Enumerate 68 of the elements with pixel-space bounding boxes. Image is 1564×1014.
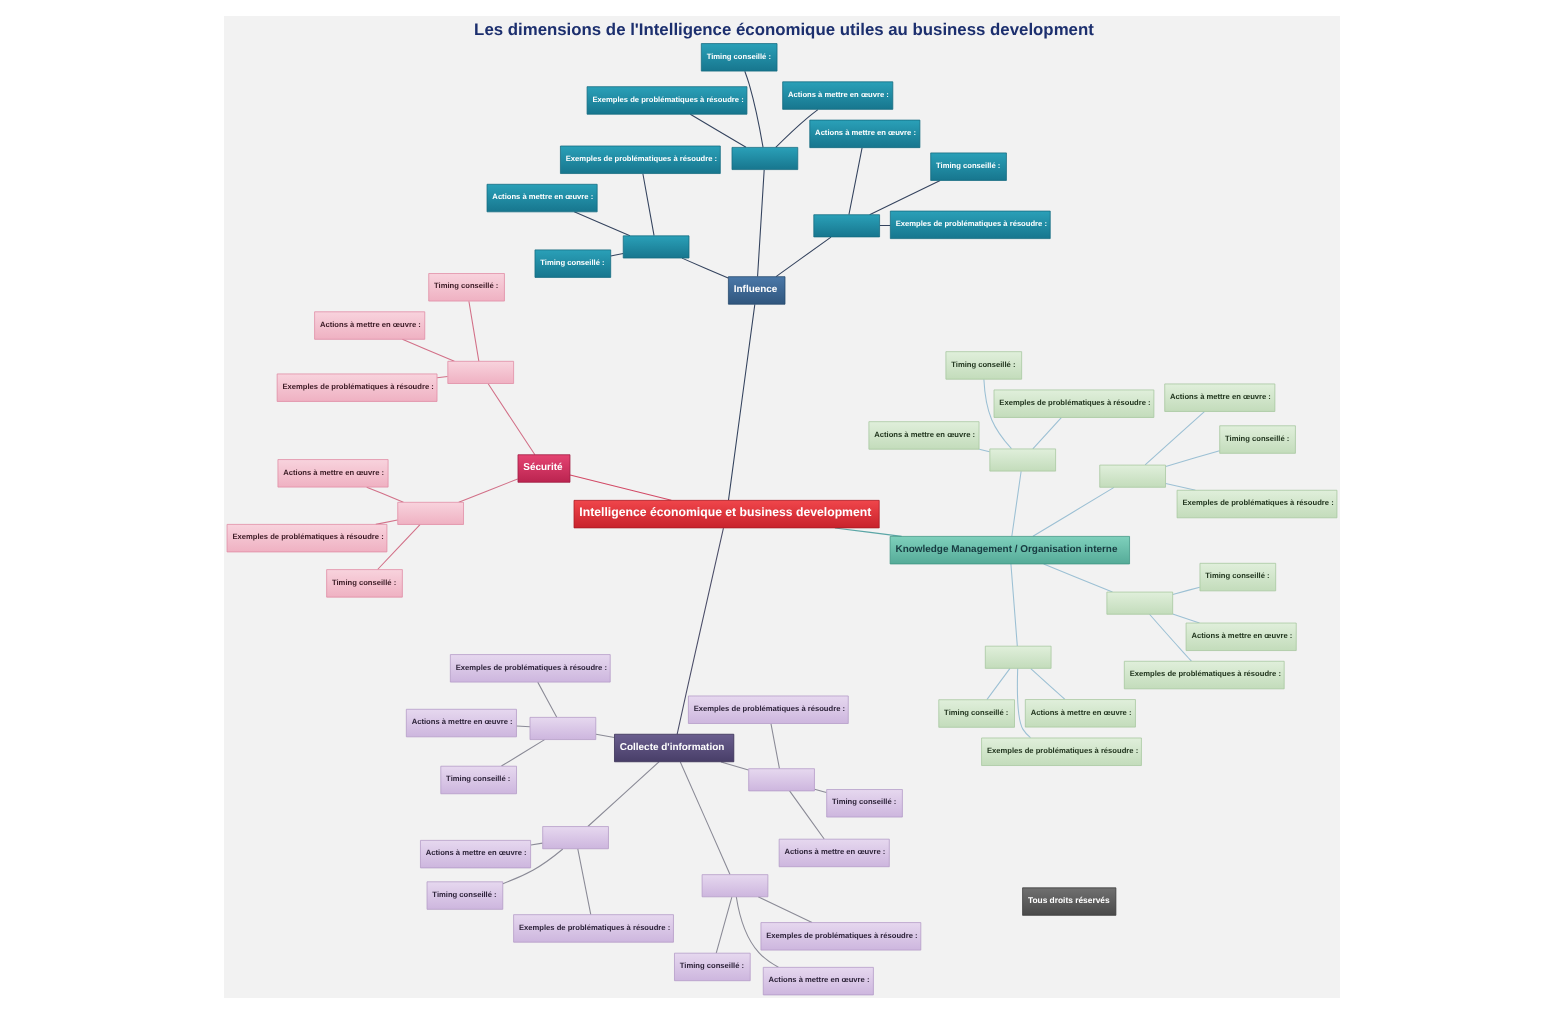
connector bbox=[775, 109, 819, 148]
connector bbox=[689, 113, 747, 148]
connector bbox=[735, 896, 779, 968]
connector bbox=[676, 527, 724, 735]
connector bbox=[366, 486, 404, 503]
node-box bbox=[1106, 591, 1174, 615]
connector bbox=[436, 375, 449, 379]
connector bbox=[401, 338, 455, 362]
connector bbox=[720, 761, 749, 771]
connector bbox=[487, 383, 536, 456]
connector bbox=[986, 667, 1011, 701]
connector bbox=[530, 842, 544, 846]
connector bbox=[879, 224, 891, 227]
connector bbox=[770, 723, 780, 770]
node-box bbox=[701, 874, 769, 898]
connector bbox=[744, 70, 764, 148]
connector bbox=[500, 739, 546, 767]
connector bbox=[587, 761, 660, 828]
connector bbox=[978, 448, 991, 453]
node-box bbox=[397, 501, 464, 525]
connector bbox=[715, 896, 733, 954]
diagram-title: Les dimensions de l'Intelligence économique utiles au business development bbox=[474, 18, 1094, 39]
connector bbox=[869, 179, 941, 216]
connector bbox=[848, 147, 863, 216]
connector bbox=[1148, 613, 1192, 662]
connector bbox=[1016, 668, 1031, 739]
connector bbox=[727, 303, 756, 501]
node-box bbox=[542, 826, 609, 850]
node-box bbox=[529, 717, 597, 740]
connector bbox=[516, 725, 531, 728]
connector bbox=[679, 761, 731, 875]
node-box bbox=[748, 768, 815, 792]
connector bbox=[377, 524, 421, 571]
connector bbox=[1011, 470, 1022, 537]
connector bbox=[537, 681, 558, 718]
connector bbox=[814, 788, 827, 794]
connector bbox=[1043, 563, 1113, 593]
connector bbox=[1172, 586, 1201, 595]
connector bbox=[983, 378, 1012, 450]
connector bbox=[1165, 450, 1221, 467]
connector bbox=[595, 733, 615, 739]
connector bbox=[1172, 613, 1201, 624]
connector bbox=[1032, 486, 1115, 537]
connector bbox=[468, 300, 480, 362]
connector bbox=[1144, 411, 1205, 466]
connector bbox=[577, 848, 592, 916]
connector bbox=[775, 236, 832, 278]
node-box bbox=[731, 147, 799, 170]
connector bbox=[610, 253, 624, 257]
connector bbox=[681, 257, 729, 279]
connector bbox=[569, 474, 672, 501]
connector bbox=[375, 519, 399, 525]
connector bbox=[1030, 668, 1066, 700]
node-box bbox=[447, 360, 514, 384]
connector bbox=[757, 169, 765, 278]
node-box bbox=[813, 214, 880, 238]
connector bbox=[757, 896, 813, 924]
connector bbox=[1010, 563, 1018, 647]
connector bbox=[1165, 483, 1196, 491]
connector bbox=[502, 848, 564, 885]
node-box bbox=[1099, 464, 1166, 488]
connector bbox=[458, 478, 519, 503]
node-box bbox=[984, 645, 1052, 669]
connector bbox=[642, 173, 655, 237]
node-box bbox=[622, 235, 690, 259]
connector bbox=[573, 211, 631, 237]
node-box bbox=[989, 448, 1056, 472]
connector bbox=[1032, 417, 1062, 450]
